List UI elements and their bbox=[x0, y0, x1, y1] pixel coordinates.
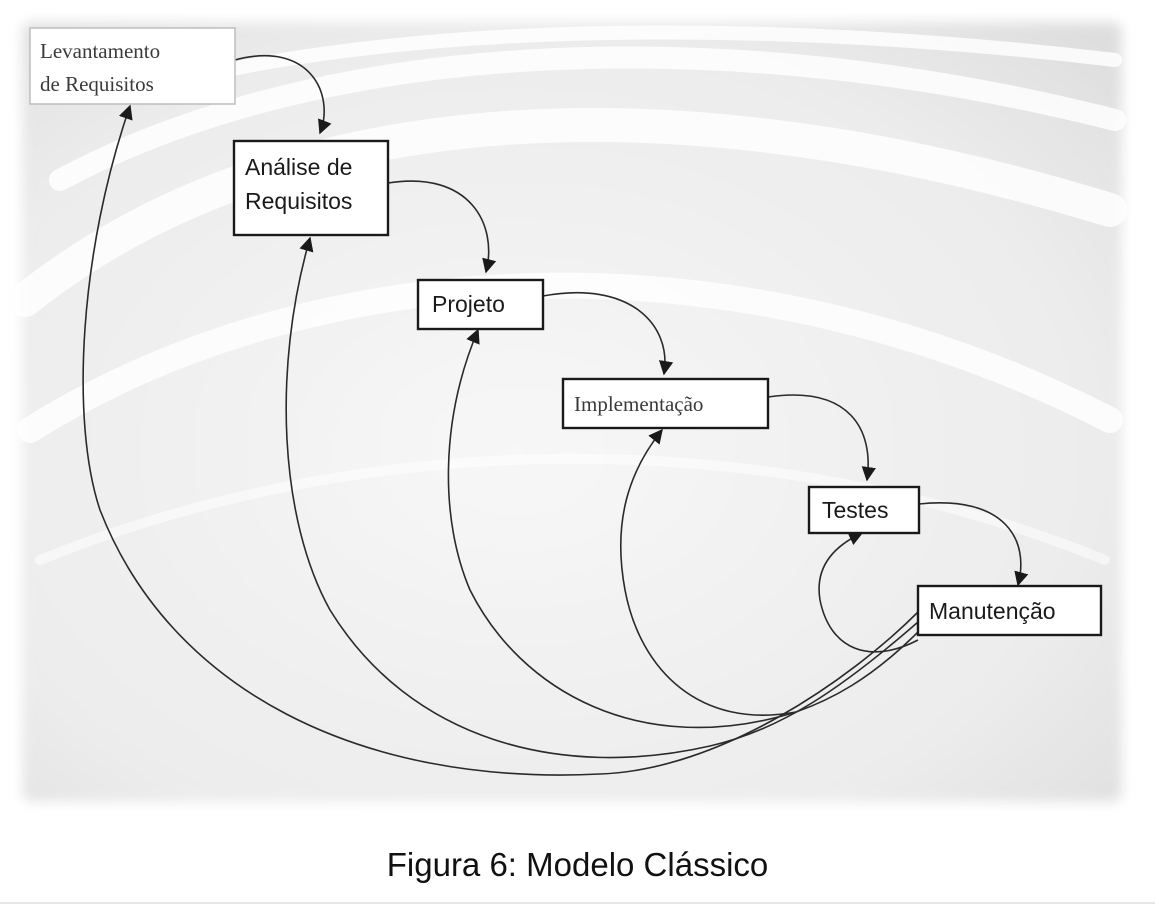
divider bbox=[0, 902, 1155, 904]
feedback-to-analise bbox=[285, 236, 919, 759]
stage-projeto: Projeto bbox=[416, 278, 545, 331]
stage-label-line-1: Levantamento bbox=[40, 39, 160, 63]
stage-label-line-2: Requisitos bbox=[245, 188, 352, 214]
stage-label: Testes bbox=[822, 497, 888, 523]
arrow-levantamento-to-analise bbox=[234, 54, 332, 135]
stage-label: Manutenção bbox=[929, 598, 1056, 624]
stage-box bbox=[416, 278, 545, 331]
feedback-to-projeto bbox=[447, 328, 919, 729]
stage-label: Projeto bbox=[432, 291, 505, 317]
stage-box bbox=[916, 584, 1103, 637]
feedback-arrows bbox=[82, 104, 919, 776]
stage-testes: Testes bbox=[807, 485, 921, 535]
feedback-to-levantamento bbox=[82, 104, 919, 776]
stage-manutencao: Manutenção bbox=[916, 584, 1103, 637]
forward-arrows bbox=[234, 54, 1029, 587]
stage-label: Implementação bbox=[574, 392, 703, 416]
stage-box bbox=[232, 139, 390, 237]
arrow-projeto-to-implementacao bbox=[542, 291, 674, 376]
figure-caption: Figura 6: Modelo Clássico bbox=[386, 846, 769, 883]
feedback-to-testes bbox=[818, 531, 919, 653]
stage-implementacao: Implementação bbox=[561, 377, 770, 430]
stage-levantamento: Levantamento de Requisitos bbox=[29, 27, 236, 105]
stage-analise: Análise de Requisitos bbox=[232, 139, 390, 237]
arrow-analise-to-projeto bbox=[387, 180, 497, 274]
stage-box bbox=[807, 485, 921, 535]
arrow-implementacao-to-testes bbox=[767, 394, 876, 482]
stage-box bbox=[561, 377, 770, 430]
stage-label-line-2: de Requisitos bbox=[40, 72, 154, 96]
feedback-to-implementacao bbox=[619, 428, 797, 717]
arrow-testes-to-manutencao bbox=[918, 502, 1029, 587]
stage-label-line-1: Análise de bbox=[245, 154, 352, 180]
stage-box bbox=[29, 27, 236, 105]
